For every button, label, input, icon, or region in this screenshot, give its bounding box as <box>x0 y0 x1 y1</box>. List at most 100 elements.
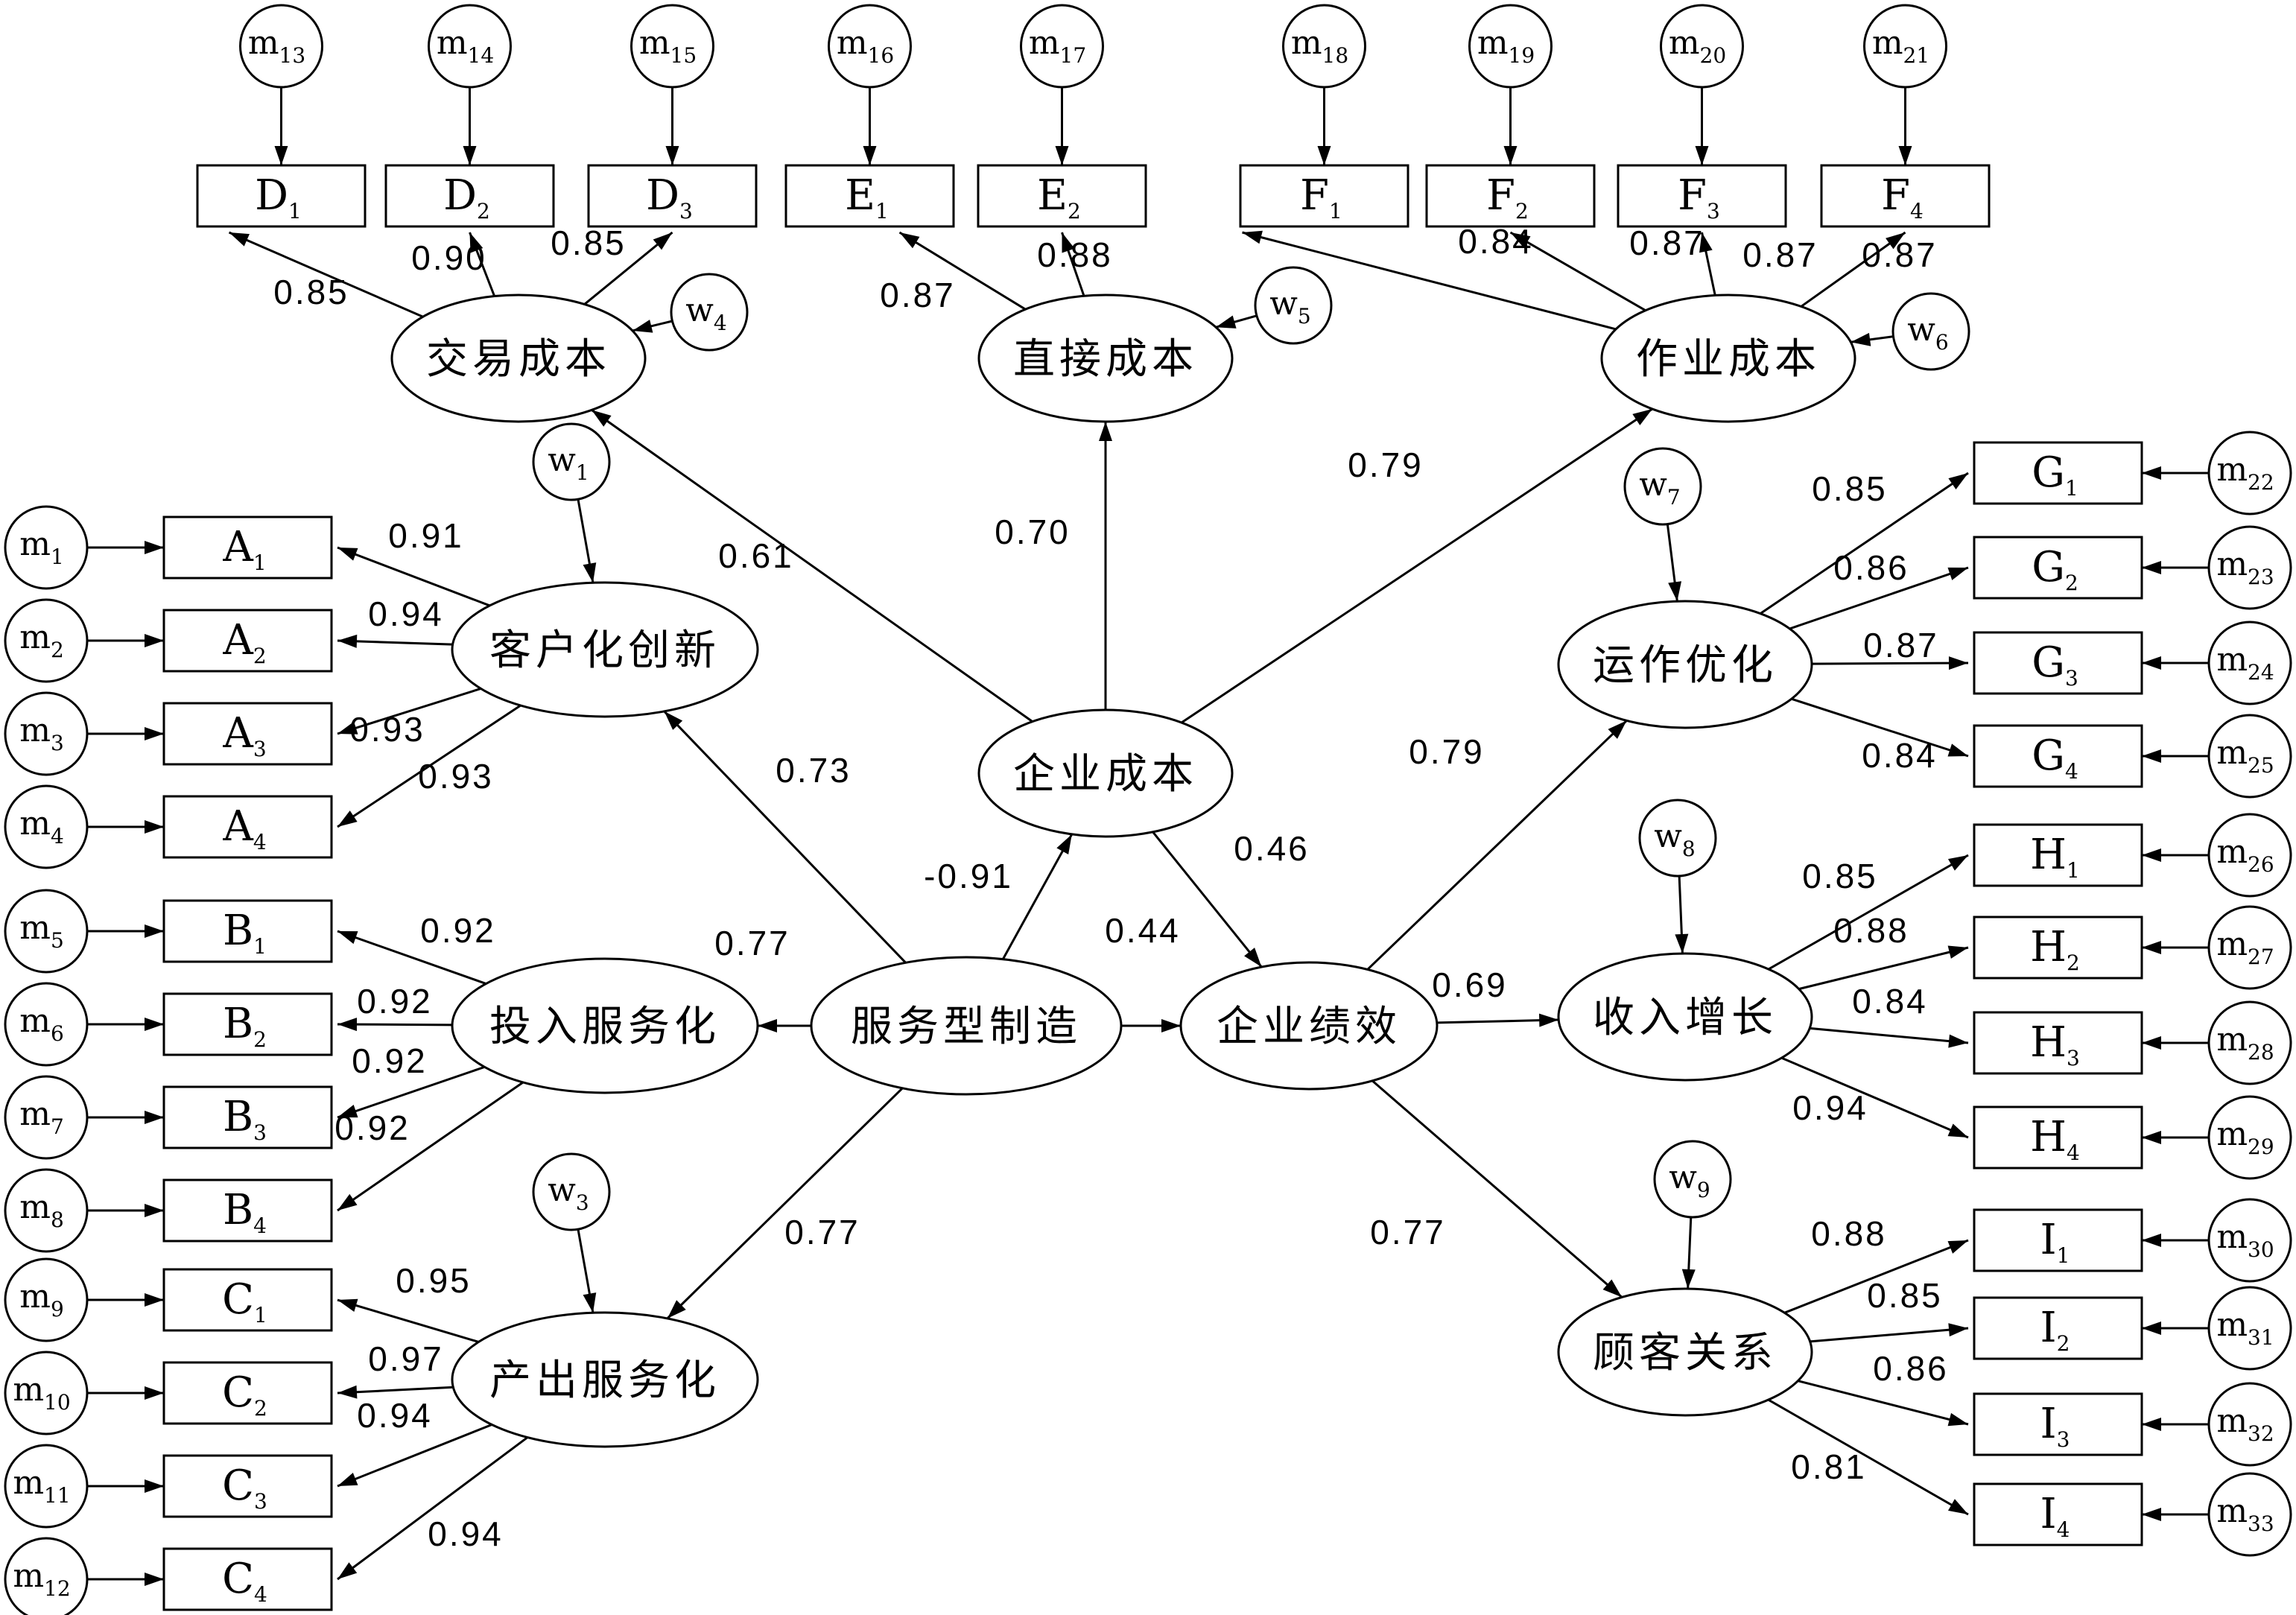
error-arrow-m9 <box>87 1293 164 1307</box>
loading-zjcb-E1 <box>898 231 1027 311</box>
latent-trfwh: 投入服务化 <box>451 957 759 1094</box>
error-label-m30: m30 <box>2216 1218 2274 1262</box>
indicator-B3: B3 <box>162 1085 333 1149</box>
error-label-m18: m18 <box>1291 24 1348 68</box>
error-arrow-m8 <box>87 1204 164 1217</box>
error-m14: m14 <box>428 4 512 89</box>
coef-trfwh-B1: 0.92 <box>420 911 496 950</box>
coefficient-labels-layer: 0.730.770.77-0.910.440.460.610.700.790.7… <box>273 222 1947 1553</box>
latent-label-ccfwh: 产出服务化 <box>489 1357 720 1405</box>
error-arrow-m15 <box>665 87 679 165</box>
loading-jycb-D2 <box>469 232 496 297</box>
path-qycb-zjcb <box>1099 422 1112 710</box>
loading-khh-A3 <box>337 688 481 735</box>
error-label-m8: m8 <box>19 1188 64 1232</box>
error-m2: m2 <box>4 598 89 683</box>
error-m8: m8 <box>4 1168 89 1253</box>
error-m24: m24 <box>2207 621 2292 705</box>
disturbance-arrow-w9 <box>1681 1216 1696 1289</box>
loading-gkgx-I1 <box>1783 1239 1969 1314</box>
error-arrow-m10 <box>87 1386 164 1400</box>
loading-jycb-D1 <box>228 231 424 318</box>
error-m30: m30 <box>2207 1198 2292 1283</box>
error-arrow-m19 <box>1503 87 1518 165</box>
error-arrow-m4 <box>87 820 164 834</box>
latent-zycb: 作业成本 <box>1600 294 1856 423</box>
indicator-G1: G1 <box>1973 441 2143 505</box>
coef-khh-A2: 0.94 <box>368 594 444 633</box>
disturbance-arrow-w3 <box>577 1228 597 1313</box>
coef-gkgx-I1: 0.88 <box>1811 1214 1887 1253</box>
error-arrow-m23 <box>2142 561 2209 574</box>
error-arrow-m32 <box>2142 1418 2209 1431</box>
error-m28: m28 <box>2207 1000 2292 1085</box>
loading-zycb-F1 <box>1242 230 1617 331</box>
coef-yzyh-G3: 0.87 <box>1863 626 1939 664</box>
latent-label-khh: 客户化创新 <box>489 626 720 675</box>
disturbance-w9: w9 <box>1653 1140 1732 1219</box>
coef-trfwh-B3: 0.92 <box>352 1041 428 1080</box>
disturbance-arrow-w4 <box>632 320 673 333</box>
error-m11: m11 <box>4 1444 89 1529</box>
latent-jycb: 交易成本 <box>390 294 647 423</box>
latent-label-fwx: 服务型制造 <box>851 1003 1082 1051</box>
error-arrow-m22 <box>2142 466 2209 480</box>
latent-label-qycb: 企业成本 <box>1013 750 1198 799</box>
indicator-B1: B1 <box>162 899 333 963</box>
loading-ccfwh-C4 <box>337 1436 528 1581</box>
coef-srzz-H4: 0.94 <box>1792 1088 1868 1127</box>
coef-fwx-qycb: -0.91 <box>924 857 1013 895</box>
indicator-H4: H4 <box>1973 1105 2143 1170</box>
indicator-B4: B4 <box>162 1178 333 1243</box>
coef-qyjx-gkgx: 0.77 <box>1370 1213 1446 1251</box>
error-m25: m25 <box>2207 714 2292 799</box>
loading-srzz-H4 <box>1780 1056 1969 1139</box>
coef-ccfwh-C2: 0.97 <box>368 1339 444 1378</box>
error-arrow-m27 <box>2142 941 2209 954</box>
disturbance-w4: w4 <box>670 273 749 352</box>
loading-khh-A2 <box>337 634 453 648</box>
coef-qycb-jycb: 0.61 <box>718 536 794 575</box>
indicator-label-D1: D1 <box>255 171 302 223</box>
error-m10: m10 <box>4 1351 89 1435</box>
loading-yzyh-G1 <box>1760 472 1969 615</box>
loading-zycb-F4 <box>1800 231 1906 308</box>
coef-qycb-zjcb: 0.70 <box>995 513 1071 551</box>
error-m6: m6 <box>4 982 89 1067</box>
disturbance-arrow-w6 <box>1851 332 1894 346</box>
coef-trfwh-B4: 0.92 <box>334 1108 410 1147</box>
coef-srzz-H2: 0.88 <box>1833 911 1909 950</box>
error-arrow-m11 <box>87 1479 164 1493</box>
coef-fwx-ccfwh: 0.77 <box>784 1213 860 1251</box>
error-m3: m3 <box>4 691 89 776</box>
loading-zycb-F3 <box>1699 232 1716 296</box>
loading-jycb-D3 <box>583 231 673 305</box>
indicator-H2: H2 <box>1973 916 2143 980</box>
disturbance-w1: w1 <box>532 422 611 501</box>
error-m23: m23 <box>2207 525 2292 610</box>
latent-gkgx: 顾客关系 <box>1557 1287 1813 1417</box>
indicator-E1: E1 <box>784 164 955 228</box>
latent-zjcb: 直接成本 <box>977 294 1234 423</box>
indicator-C1: C1 <box>162 1268 333 1332</box>
coef-yzyh-G2: 0.86 <box>1833 548 1909 587</box>
loading-ccfwh-C3 <box>337 1424 492 1488</box>
error-label-m2: m2 <box>19 618 64 662</box>
latent-khh: 客户化创新 <box>451 581 759 718</box>
coef-khh-A4: 0.93 <box>418 757 494 796</box>
loading-ccfwh-C1 <box>337 1298 479 1343</box>
loading-srzz-H3 <box>1810 1027 1969 1048</box>
coef-khh-A1: 0.91 <box>388 516 464 555</box>
coef-ccfwh-C4: 0.94 <box>428 1514 504 1553</box>
error-label-m17: m17 <box>1029 24 1086 68</box>
error-m29: m29 <box>2207 1095 2292 1180</box>
coef-qyjx-yzyh: 0.79 <box>1409 732 1485 771</box>
disturbance-arrow-w7 <box>1666 524 1682 602</box>
error-m21: m21 <box>1863 4 1947 89</box>
disturbance-w5: w5 <box>1254 266 1333 345</box>
error-arrow-m7 <box>87 1111 164 1124</box>
coef-khh-A3: 0.93 <box>349 710 425 749</box>
error-m22: m22 <box>2207 431 2292 515</box>
latent-label-gkgx: 顾客关系 <box>1593 1329 1778 1377</box>
